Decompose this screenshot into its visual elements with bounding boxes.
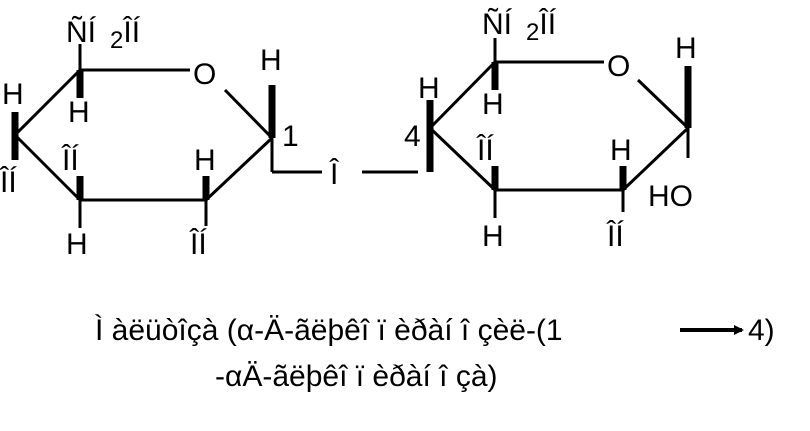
glycosidic-linkage: Î: [329, 158, 418, 191]
right-c1-oh-label: HO: [648, 180, 693, 213]
right-c3-oh-label: ÎÍ: [476, 134, 494, 167]
left-c2-oh-label: ÎÍ: [189, 228, 207, 261]
right-ring-bond-c4-c5: [428, 60, 497, 130]
linker-oxygen-label: Î: [329, 158, 340, 191]
right-ring-bond-o-c1: [636, 78, 690, 130]
left-ring-bond-o-c1: [223, 88, 274, 140]
left-ring-bond-c1-c2: [204, 136, 274, 202]
right-c3-h-label: H: [482, 220, 504, 253]
left-c4-oh-label: ÎÍ: [0, 166, 17, 199]
caption-line-2: -αÄ-ãëþêî ï èðàí î çà): [215, 360, 498, 393]
right-c4-h-label: H: [418, 72, 440, 105]
right-ring-bond-c1-c2: [621, 126, 690, 192]
right-c5-h-label: H: [482, 88, 504, 121]
right-c4-number-label: 4: [404, 120, 421, 153]
right-c2-h-label: H: [610, 134, 632, 167]
left-c3-h-label: H: [66, 228, 88, 261]
left-c5-h-label: H: [68, 96, 90, 129]
left-c4-h-label: H: [2, 78, 24, 111]
alpha-symbol-1: α: [237, 314, 254, 347]
alpha-symbol-2: α: [225, 360, 242, 393]
right-c2-oh-label: ÎÍ: [606, 220, 624, 253]
right-ring-bond-c3-c4: [428, 126, 497, 192]
right-c1-h-label: H: [675, 32, 697, 65]
caption: Ì àëüòîçà (α-Ä-ãëþêî ï èðàí î çèë-(1 4) …: [95, 314, 775, 393]
left-ring-oxygen-label: O: [193, 58, 216, 91]
left-c2-h-label: H: [194, 144, 216, 177]
left-ring-bond-c4-c5: [13, 68, 82, 137]
left-ring-bond-c3-c4: [13, 133, 82, 202]
right-ring-oxygen-label: O: [607, 50, 630, 83]
caption-line-1-end: 4): [748, 314, 775, 347]
left-c3-oh-label: ÎÍ: [61, 144, 79, 177]
left-c1-number-label: 1: [282, 120, 299, 153]
caption-line-1: Ì àëüòîçà (α-Ä-ãëþêî ï èðàí î çèë-(1: [95, 314, 563, 347]
left-c1-h-label: H: [260, 44, 282, 77]
